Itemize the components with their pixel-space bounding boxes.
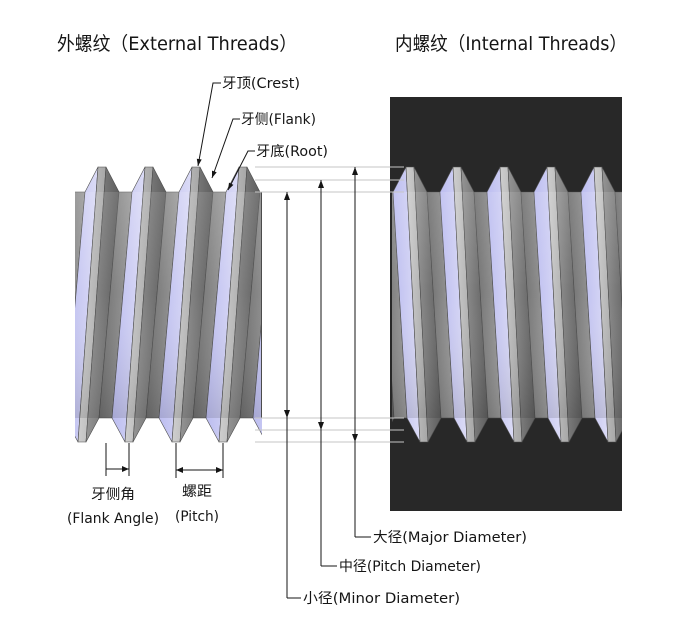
internal-thread-crest-face bbox=[641, 167, 663, 442]
major-diameter-label: 大径(Major Diameter) bbox=[373, 530, 527, 546]
callout-flank: 牙侧(Flank) bbox=[211, 112, 316, 179]
internal-thread-flank-face bbox=[346, 167, 373, 442]
crest-arrowhead bbox=[196, 158, 202, 166]
major-diameter-arrow-top bbox=[352, 167, 358, 175]
external-thread-shading bbox=[75, 192, 262, 418]
external-thread-root-face bbox=[5, 192, 38, 418]
pitch-diameter-label: 中径(Pitch Diameter) bbox=[339, 559, 481, 575]
extension-lines bbox=[255, 166, 404, 443]
root-leader-line bbox=[227, 150, 255, 191]
external-thread-crest-face bbox=[31, 167, 59, 442]
external-thread-flank-face bbox=[39, 167, 72, 442]
pitch-diameter-arrow-top bbox=[318, 180, 324, 188]
major-diameter-dimension: 大径(Major Diameter) bbox=[352, 167, 527, 546]
flank-leader-line bbox=[211, 118, 240, 179]
flank-arrowhead bbox=[212, 170, 217, 178]
crest-leader-line bbox=[197, 82, 221, 167]
major-diameter-arrow-bottom bbox=[352, 434, 358, 442]
root-arrowhead bbox=[228, 182, 234, 190]
callout-crest: 牙顶(Crest) bbox=[196, 76, 300, 167]
pitch-arrowhead-left bbox=[176, 467, 183, 473]
flank-angle-arrowhead bbox=[122, 466, 129, 472]
external-thread-drawing bbox=[5, 166, 354, 443]
root-label: 牙底(Root) bbox=[256, 144, 328, 160]
callout-root: 牙底(Root) bbox=[227, 144, 328, 191]
pitch-label-en: (Pitch) bbox=[175, 509, 219, 525]
internal-thread-drawing bbox=[333, 166, 698, 443]
minor-diameter-label: 小径(Minor Diameter) bbox=[303, 591, 460, 607]
internal-thread-crest-face bbox=[359, 167, 381, 442]
internal-thread-root-face bbox=[333, 192, 360, 418]
internal-thread-flank-face bbox=[392, 380, 395, 423]
internal-threads-title: 内螺纹（Internal Threads） bbox=[395, 33, 627, 55]
pitch-dimension: 螺距 (Pitch) bbox=[175, 443, 224, 525]
external-threads-title: 外螺纹（External Threads） bbox=[57, 33, 297, 55]
crest-label: 牙顶(Crest) bbox=[222, 76, 300, 92]
internal-thread-flank-face bbox=[649, 167, 676, 442]
internal-thread-shading bbox=[392, 192, 622, 418]
internal-thread-root-face bbox=[662, 192, 689, 418]
external-thread-crest-face bbox=[313, 167, 341, 442]
flank-angle-label-zh: 牙侧角 bbox=[91, 487, 135, 503]
external-thread-root-face bbox=[287, 192, 320, 418]
pitch-diameter-dimension: 中径(Pitch Diameter) bbox=[318, 180, 481, 575]
external-thread-flank-face bbox=[18, 167, 51, 442]
pitch-diameter-arrow-bottom bbox=[318, 422, 324, 430]
external-thread-flank-face bbox=[274, 167, 307, 442]
flank-angle-label-en: (Flank Angle) bbox=[67, 511, 159, 527]
minor-diameter-arrow-bottom bbox=[284, 410, 290, 418]
flank-label: 牙侧(Flank) bbox=[241, 112, 316, 128]
pitch-label-zh: 螺距 bbox=[182, 484, 212, 500]
internal-thread-flank-face bbox=[628, 167, 655, 442]
external-thread-crest-face bbox=[266, 167, 294, 442]
internal-thread-crest-face bbox=[688, 167, 698, 442]
pitch-arrowhead-right bbox=[216, 467, 223, 473]
minor-diameter-arrow-top bbox=[284, 192, 290, 200]
external-thread-flank-face bbox=[300, 167, 333, 442]
internal-thread-flank-face bbox=[675, 167, 698, 442]
external-thread-flank-face bbox=[321, 167, 354, 442]
minor-diameter-dimension: 小径(Minor Diameter) bbox=[284, 192, 460, 607]
flank-angle-dimension: 牙侧角 (Flank Angle) bbox=[67, 443, 159, 527]
